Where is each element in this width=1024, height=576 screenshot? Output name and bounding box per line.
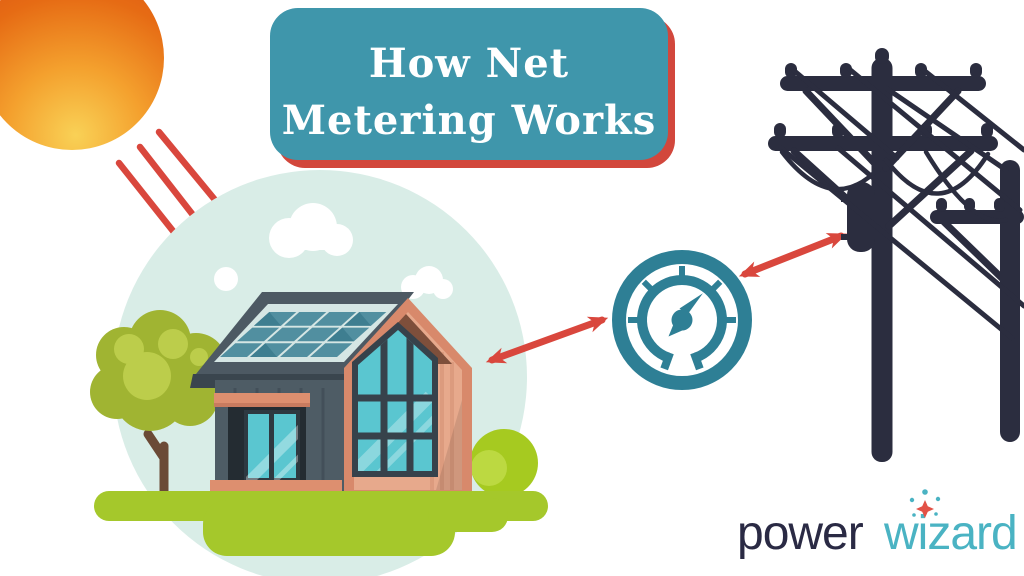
bush (470, 429, 538, 497)
title-banner: How Net Metering Works (270, 8, 675, 168)
clouds (214, 203, 453, 299)
power-wires (778, 65, 1024, 341)
gauge-meter-icon (612, 250, 752, 390)
gauge-needle (668, 293, 703, 337)
logo-word-power: power (737, 507, 864, 560)
logo-word-wizard: wizard (883, 507, 1017, 560)
title-line-2: Metering Works (282, 97, 657, 144)
sun-icon (0, 0, 164, 150)
utility-pole-icon (768, 48, 1024, 462)
door-awning (214, 393, 310, 406)
arrow-meter-to-grid (738, 232, 848, 278)
second-pole (1000, 160, 1020, 442)
transformer (841, 182, 875, 252)
tree (90, 310, 227, 505)
house-scene (90, 170, 548, 576)
arrow-house-to-meter (485, 316, 609, 364)
gable-window (352, 322, 438, 477)
solar-panel (214, 304, 398, 362)
house (190, 292, 472, 500)
title-line-1: How Net (369, 40, 569, 87)
energy-flow-arrows (485, 232, 848, 364)
ground (94, 491, 548, 556)
entry-door (214, 393, 310, 482)
gauge-ticks (628, 266, 736, 323)
gable-front (344, 298, 472, 500)
wizard-sparkle-icon (909, 489, 941, 518)
solar-cell-shadows (250, 312, 371, 357)
title-banner-box (270, 8, 668, 160)
main-pole (871, 58, 893, 462)
powerwizard-logo: power wizard (737, 489, 1018, 560)
